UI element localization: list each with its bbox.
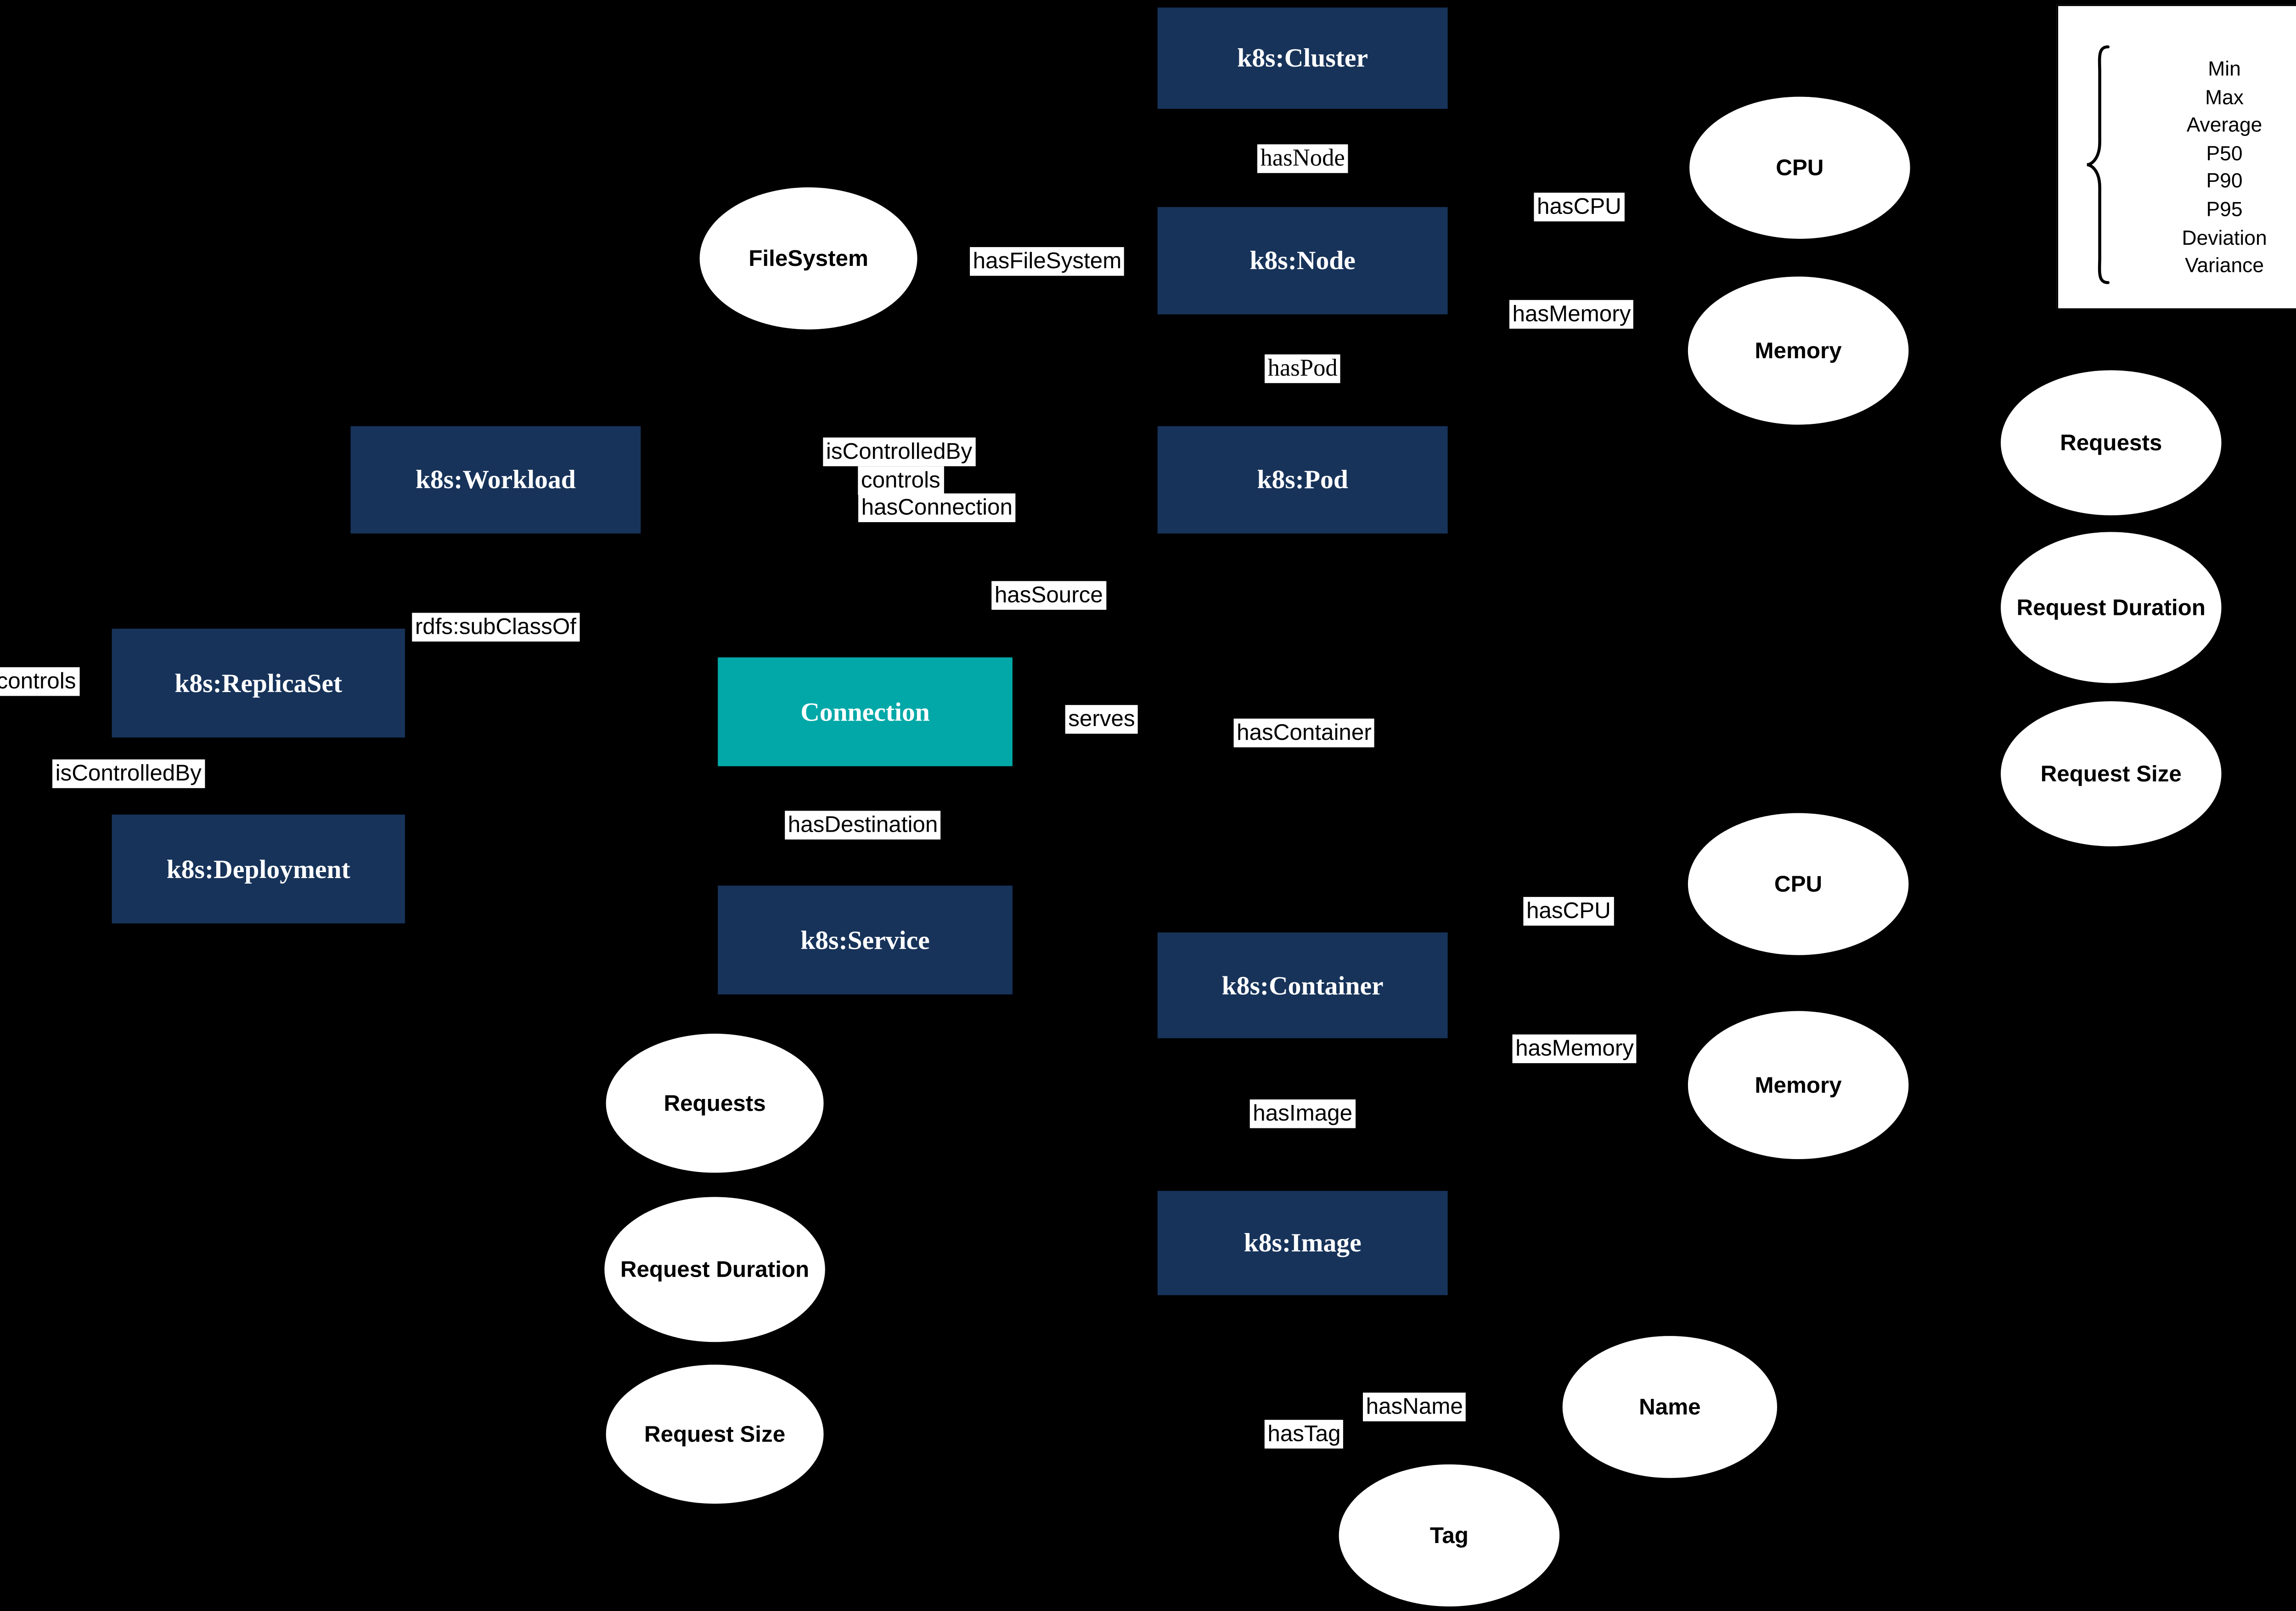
attribute-label: Memory [1755, 338, 1842, 364]
edge-label-hasMemory-node: hasMemory [1509, 300, 1634, 329]
curly-brace-icon [2087, 45, 2110, 284]
attribute-ellipse-memory-node: Memory [1688, 276, 1909, 425]
legend-stat: Min [2208, 57, 2241, 80]
class-box-pod: k8s:Pod [1157, 426, 1448, 534]
attribute-ellipse-request-size-right: Request Size [2001, 701, 2222, 846]
edge-label-hasDestination: hasDestination [785, 811, 941, 840]
edge-label-hasCPU-node: hasCPU [1534, 192, 1625, 222]
attribute-label: Request Duration [620, 1256, 810, 1283]
edge-label-hasSource: hasSource [991, 581, 1106, 610]
attribute-ellipse-filesystem: FileSystem [699, 187, 917, 330]
edge-label-controls-left: controls [0, 667, 79, 696]
edge-label-hasConnection: hasConnection [858, 493, 1016, 522]
attribute-ellipse-request-duration-right: Request Duration [2001, 532, 2222, 683]
attribute-label: Request Size [644, 1421, 786, 1447]
edge-label-hasTag: hasTag [1264, 1419, 1344, 1449]
edge-label-hasContainer: hasContainer [1233, 718, 1375, 748]
edge-label-hasName: hasName [1362, 1392, 1466, 1422]
edge-label-hasMemory-container: hasMemory [1512, 1034, 1637, 1064]
attribute-ellipse-request-size-service: Request Size [606, 1364, 824, 1504]
attribute-label: CPU [1774, 871, 1823, 897]
class-box-service: k8s:Service [718, 885, 1013, 995]
attribute-ellipse-requests-service: Requests [606, 1033, 824, 1173]
attribute-label: Memory [1755, 1072, 1842, 1098]
class-box-label: k8s:Cluster [1237, 42, 1368, 73]
class-box-workload: k8s:Workload [350, 426, 641, 534]
attribute-label: Requests [2060, 430, 2162, 456]
attribute-label: FileSystem [748, 245, 868, 271]
edge-label-rdfs-subClassOf: rdfs:subClassOf [412, 613, 580, 642]
edge-label-isControlledBy-left: isControlledBy [52, 759, 205, 789]
edge-label-hasPod: hasPod [1265, 354, 1341, 383]
edge-label-hasNode: hasNode [1257, 144, 1348, 173]
class-box-label: Connection [800, 696, 930, 727]
class-box-deployment: k8s:Deployment [112, 814, 405, 924]
class-box-label: k8s:Deployment [166, 853, 350, 884]
class-box-connection: Connection [718, 657, 1013, 766]
class-box-replicaset: k8s:ReplicaSet [112, 628, 405, 738]
attribute-ellipse-requests-right: Requests [2001, 370, 2222, 516]
attribute-ellipse-cpu-container: CPU [1688, 813, 1909, 955]
class-box-cluster: k8s:Cluster [1157, 7, 1448, 109]
attribute-label: Name [1639, 1394, 1701, 1420]
attribute-ellipse-memory-container: Memory [1688, 1011, 1909, 1160]
edge-label-isControlledBy-workload: isControlledBy [823, 437, 975, 467]
attribute-ellipse-name: Name [1562, 1336, 1778, 1478]
attribute-label: Tag [1429, 1522, 1469, 1549]
attribute-label: Request Size [2040, 760, 2182, 787]
edge-label-controls-workload: controls [858, 466, 944, 495]
legend-stat: P50 [2206, 141, 2243, 164]
class-box-label: k8s:Workload [415, 464, 576, 495]
edge-label-hasCPU-container: hasCPU [1523, 897, 1614, 926]
legend-stat: P90 [2206, 169, 2243, 193]
class-box-container: k8s:Container [1157, 932, 1448, 1038]
edge-label-hasFileSystem: hasFileSystem [970, 247, 1125, 276]
attribute-ellipse-request-duration-service: Request Duration [604, 1197, 825, 1342]
class-box-node: k8s:Node [1157, 207, 1448, 315]
attribute-label: Requests [664, 1090, 766, 1116]
class-box-label: k8s:ReplicaSet [174, 667, 343, 698]
edge-label-hasImage: hasImage [1249, 1099, 1356, 1128]
legend-stat: Average [2186, 113, 2262, 136]
class-box-label: k8s:Image [1244, 1227, 1362, 1257]
class-box-image: k8s:Image [1157, 1191, 1448, 1296]
class-box-label: k8s:Pod [1257, 464, 1348, 495]
legend-stat: Max [2205, 85, 2244, 108]
attribute-label: CPU [1776, 155, 1824, 181]
attribute-label: Request Duration [2016, 594, 2206, 620]
edge-label-serves: serves [1065, 705, 1138, 734]
class-box-label: k8s:Service [800, 924, 930, 955]
legend-stat: P95 [2206, 197, 2243, 221]
legend-stat: Variance [2185, 254, 2264, 277]
legend-stat: Deviation [2182, 226, 2267, 249]
class-box-label: k8s:Node [1249, 245, 1356, 275]
class-box-label: k8s:Container [1221, 969, 1384, 1000]
attribute-ellipse-cpu-node: CPU [1689, 96, 1910, 239]
attribute-ellipse-tag: Tag [1339, 1464, 1560, 1607]
